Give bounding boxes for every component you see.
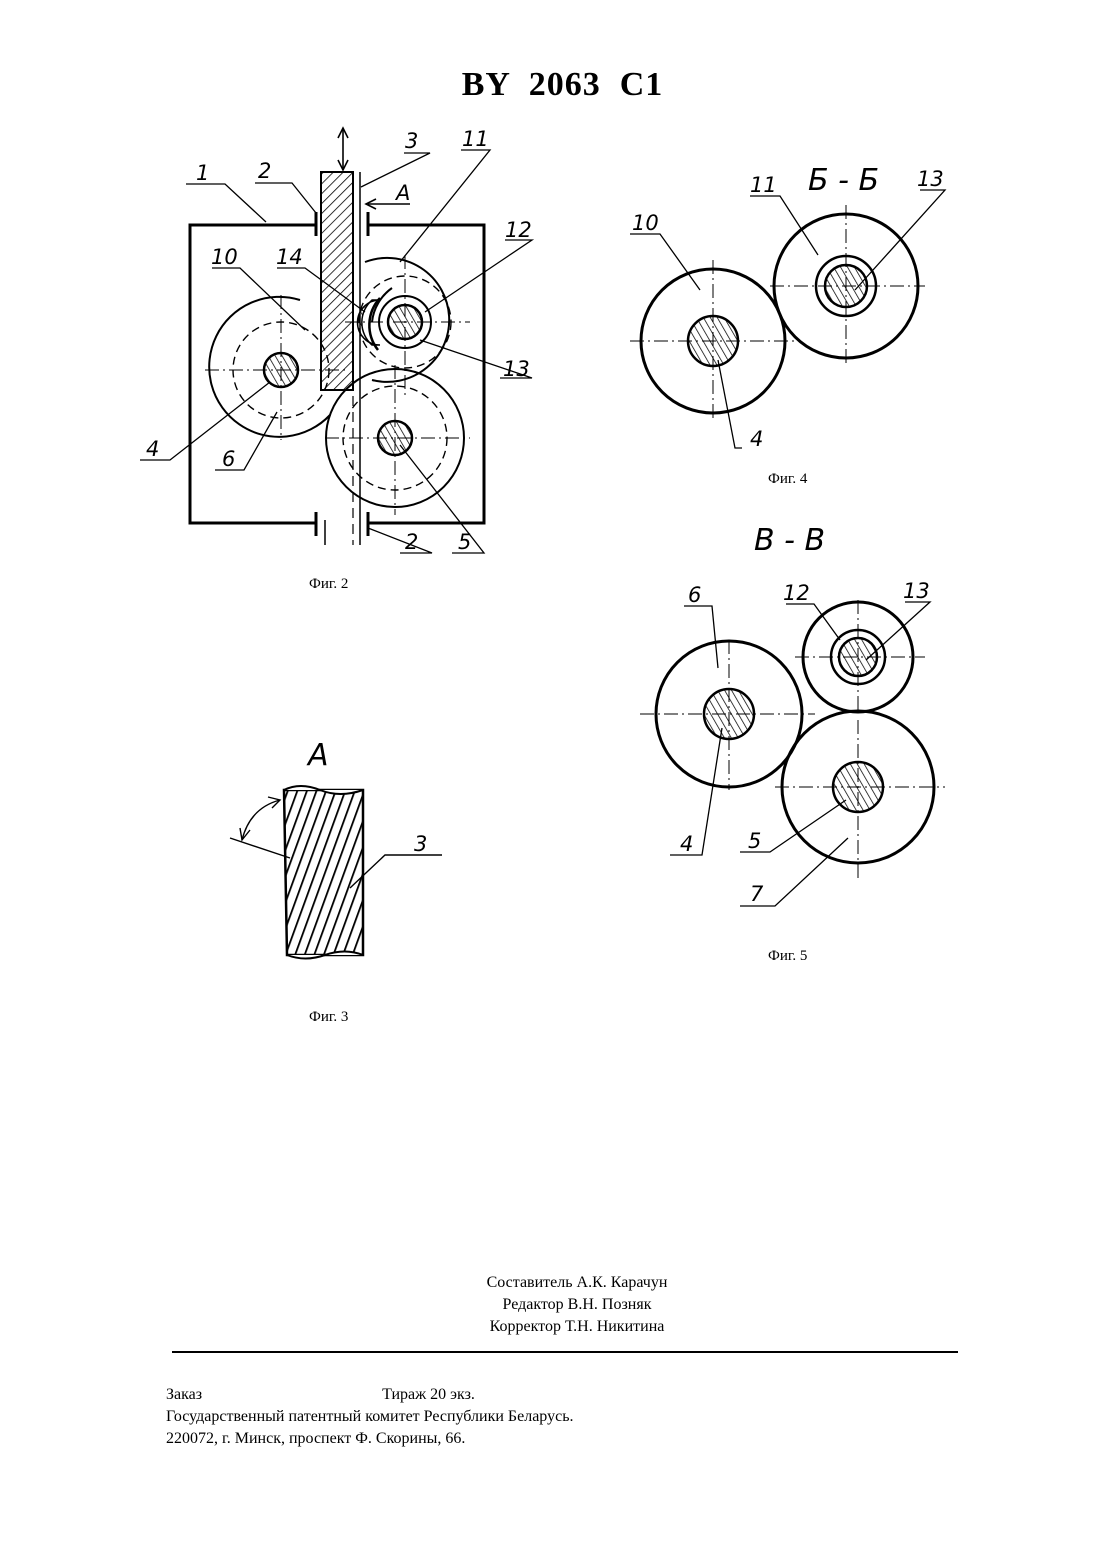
compiler-credit: Составитель А.К. Карачун <box>430 1272 724 1294</box>
figure-2-caption: Фиг. 2 <box>309 576 348 593</box>
fig4-label-13: 13 <box>917 167 944 191</box>
fig2-label-6: 6 <box>222 447 235 471</box>
fig5-label-12: 12 <box>783 581 810 605</box>
fig2-label-11: 11 <box>462 127 489 151</box>
fig4-section-label: Б - Б <box>808 163 879 198</box>
fig5-label-4: 4 <box>680 832 693 856</box>
credits-block: Составитель А.К. Карачун Редактор В.Н. П… <box>430 1272 724 1338</box>
circulation-text: Тираж 20 экз. <box>382 1386 475 1403</box>
fig4-label-10: 10 <box>632 211 659 235</box>
fig3-label-3: 3 <box>414 832 427 856</box>
fig2-label-12: 12 <box>505 218 532 242</box>
fig5-label-7: 7 <box>750 882 764 906</box>
fig2-label-1: 1 <box>196 161 209 185</box>
fig2-label-3: 3 <box>405 129 418 153</box>
fig2-label-14: 14 <box>276 245 303 269</box>
fig3-view-label: A <box>306 738 329 773</box>
figure-4-drawing <box>630 190 945 448</box>
figure-5-drawing <box>640 600 945 906</box>
fig2-label-4: 4 <box>146 437 159 461</box>
fig2-label-a: A <box>394 181 410 205</box>
shaft-13 <box>388 305 422 339</box>
fig2-label-13: 13 <box>503 357 530 381</box>
fig4-label-11: 11 <box>750 173 777 197</box>
editor-credit: Редактор В.Н. Позняк <box>430 1294 724 1316</box>
fig5-label-6: 6 <box>688 583 701 607</box>
figure-3-caption: Фиг. 3 <box>309 1009 348 1026</box>
order-label: Заказ <box>166 1386 202 1403</box>
fig2-label-5: 5 <box>458 530 471 554</box>
shaft-4 <box>264 353 298 387</box>
strip-3-view <box>284 790 363 955</box>
fig2-label-10: 10 <box>211 245 238 269</box>
shaft-5 <box>378 421 412 455</box>
fig2-label-2-bottom: 2 <box>405 530 418 554</box>
fig5-label-5: 5 <box>748 829 761 853</box>
strip-3 <box>321 172 353 390</box>
footer-divider <box>172 1351 958 1353</box>
figure-5-caption: Фиг. 5 <box>768 948 807 965</box>
fig2-label-2-top: 2 <box>258 159 271 183</box>
figure-4-caption: Фиг. 4 <box>768 471 807 488</box>
fig5-section-label: В - В <box>754 523 825 558</box>
fig4-label-4: 4 <box>750 427 763 451</box>
fig5-label-13: 13 <box>903 579 930 603</box>
figure-3-drawing: A 3 <box>230 738 442 959</box>
publisher-text: Государственный патентный комитет Респуб… <box>166 1406 574 1428</box>
proofreader-credit: Корректор Т.Н. Никитина <box>430 1316 724 1338</box>
address-text: 220072, г. Минск, проспект Ф. Скорины, 6… <box>166 1428 574 1450</box>
imprint-block: Заказ Тираж 20 экз. Государственный пате… <box>166 1384 574 1450</box>
